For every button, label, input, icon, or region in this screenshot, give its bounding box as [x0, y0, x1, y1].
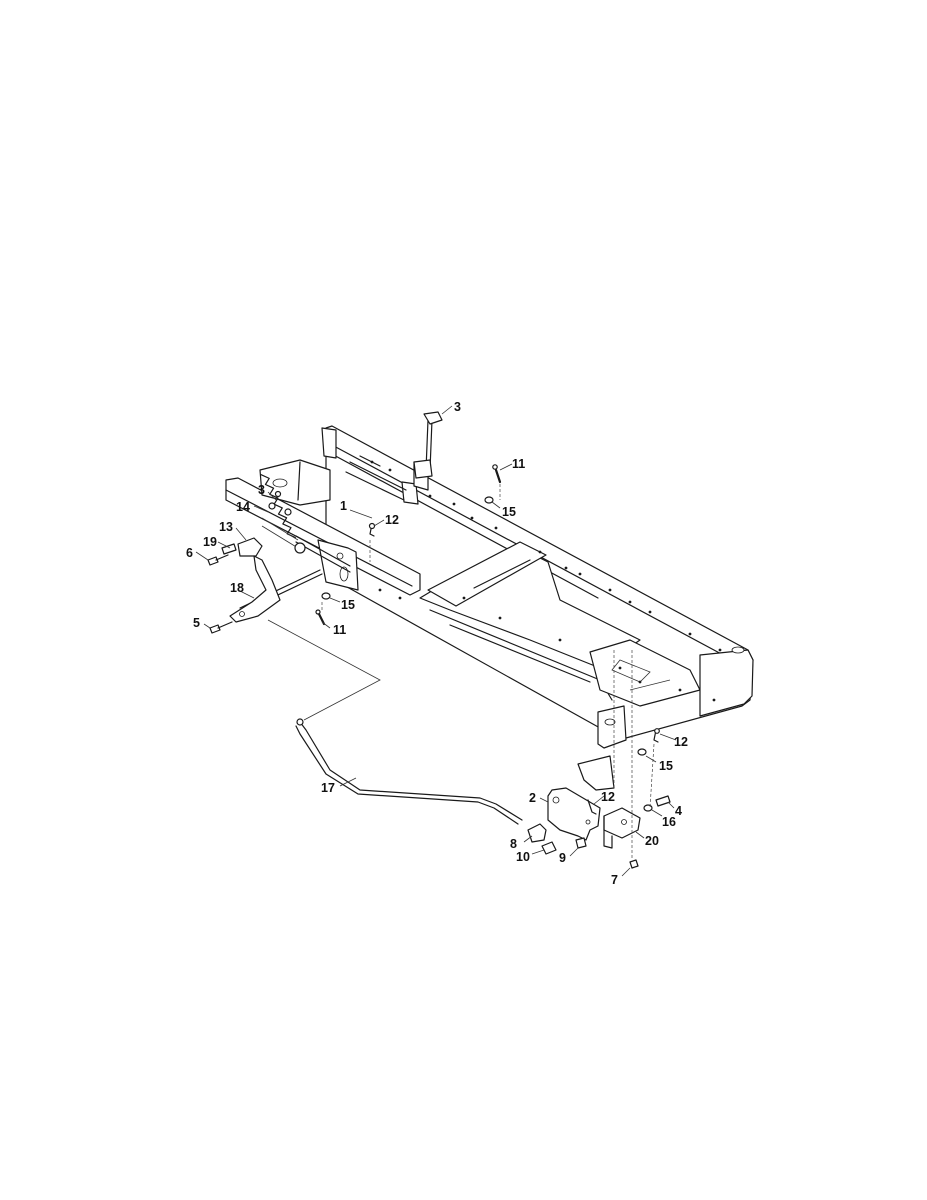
callout-18: 18	[230, 581, 244, 595]
leader-lines	[195, 405, 677, 877]
callout-19: 19	[203, 535, 217, 549]
callout-4: 4	[675, 804, 682, 818]
callout-11-lower: 11	[333, 623, 346, 637]
chassis-frame	[225, 425, 754, 749]
callout-11-upper: 11	[512, 457, 525, 471]
callout-14: 14	[236, 500, 250, 514]
callout-13: 13	[219, 520, 233, 534]
callout-1: 1	[340, 499, 347, 513]
pin-and-washer-lower	[315, 592, 331, 626]
callout-5: 5	[193, 616, 200, 630]
callout-12-lower: 12	[601, 790, 615, 804]
callout-7: 7	[611, 873, 618, 887]
callout-12-right: 12	[674, 735, 688, 749]
callout-2: 2	[529, 791, 536, 805]
pin-and-washer-upper	[484, 464, 502, 504]
callout-8: 8	[510, 837, 517, 851]
callout-9: 9	[559, 851, 566, 865]
callout-17: 17	[321, 781, 335, 795]
lift-assembly	[207, 474, 359, 634]
callout-15-lower: 15	[659, 759, 673, 773]
callout-15-left: 15	[341, 598, 355, 612]
callout-3-top: 3	[454, 400, 461, 414]
callout-15-upper: 15	[502, 505, 516, 519]
rod-3	[413, 411, 443, 479]
callout-6: 6	[186, 546, 193, 560]
callout-20: 20	[645, 834, 659, 848]
callout-16: 16	[662, 815, 676, 829]
lower-bracket-assembly	[527, 650, 671, 869]
rod-17	[267, 619, 523, 825]
callout-3-left: 3	[258, 483, 265, 497]
callout-12-upper: 12	[385, 513, 399, 527]
callout-10: 10	[516, 850, 530, 864]
